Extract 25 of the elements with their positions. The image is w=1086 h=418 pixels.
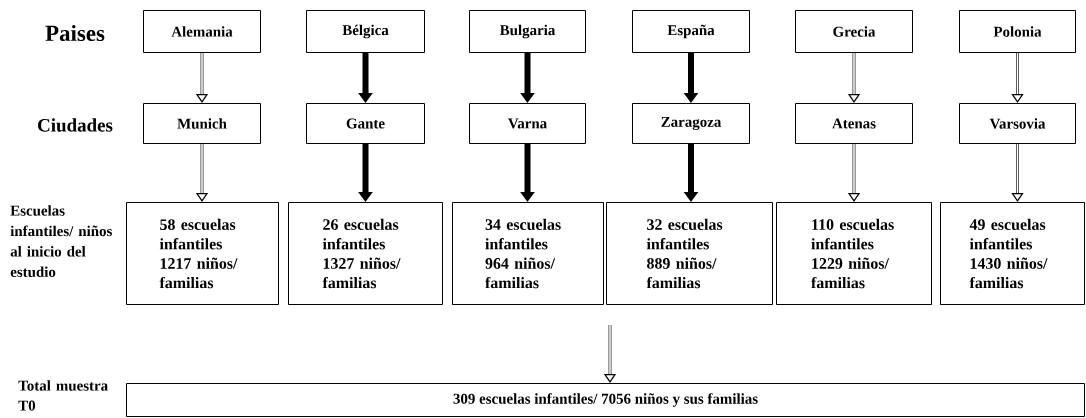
school-count-box: 32 escuelas infantiles 889 niños/ familias bbox=[606, 202, 773, 305]
arrow bbox=[1011, 52, 1024, 103]
school-count-box: 110 escuelas infantiles 1229 niños/ familias bbox=[776, 202, 932, 305]
city-box: Munich bbox=[143, 103, 261, 144]
school-count-box: 34 escuelas infantiles 964 niños/ familias bbox=[452, 202, 604, 305]
city-box: Zaragoza bbox=[632, 103, 750, 144]
row-label: Total muestra T0 bbox=[18, 380, 108, 411]
country-box: Bélgica bbox=[306, 10, 425, 53]
total-box: 309 escuelas infantiles/ 7056 niños y sus familias bbox=[126, 383, 1085, 417]
country-box: Grecia bbox=[795, 10, 913, 53]
arrow bbox=[1011, 143, 1024, 202]
school-count-box: 26 escuelas infantiles 1327 niños/ familias bbox=[288, 202, 443, 305]
school-count-box: 58 escuelas infantiles 1217 niños/ familias bbox=[126, 202, 279, 305]
city-box: Atenas bbox=[795, 103, 913, 144]
country-box: España bbox=[632, 10, 750, 53]
row-label: Paises bbox=[45, 24, 105, 42]
city-box: Varna bbox=[469, 103, 586, 144]
country-box: Alemania bbox=[143, 10, 261, 53]
city-box: Gante bbox=[306, 103, 425, 144]
country-box: Polonia bbox=[959, 10, 1076, 53]
country-box: Bulgaria bbox=[469, 10, 586, 53]
row-label: Ciudades bbox=[38, 118, 113, 132]
row-label: Escuelas infantiles/ niños al inicio del estudio bbox=[10, 205, 112, 278]
school-count-box: 49 escuelas infantiles 1430 niños/ familias bbox=[940, 202, 1085, 305]
city-box: Varsovia bbox=[959, 103, 1076, 144]
